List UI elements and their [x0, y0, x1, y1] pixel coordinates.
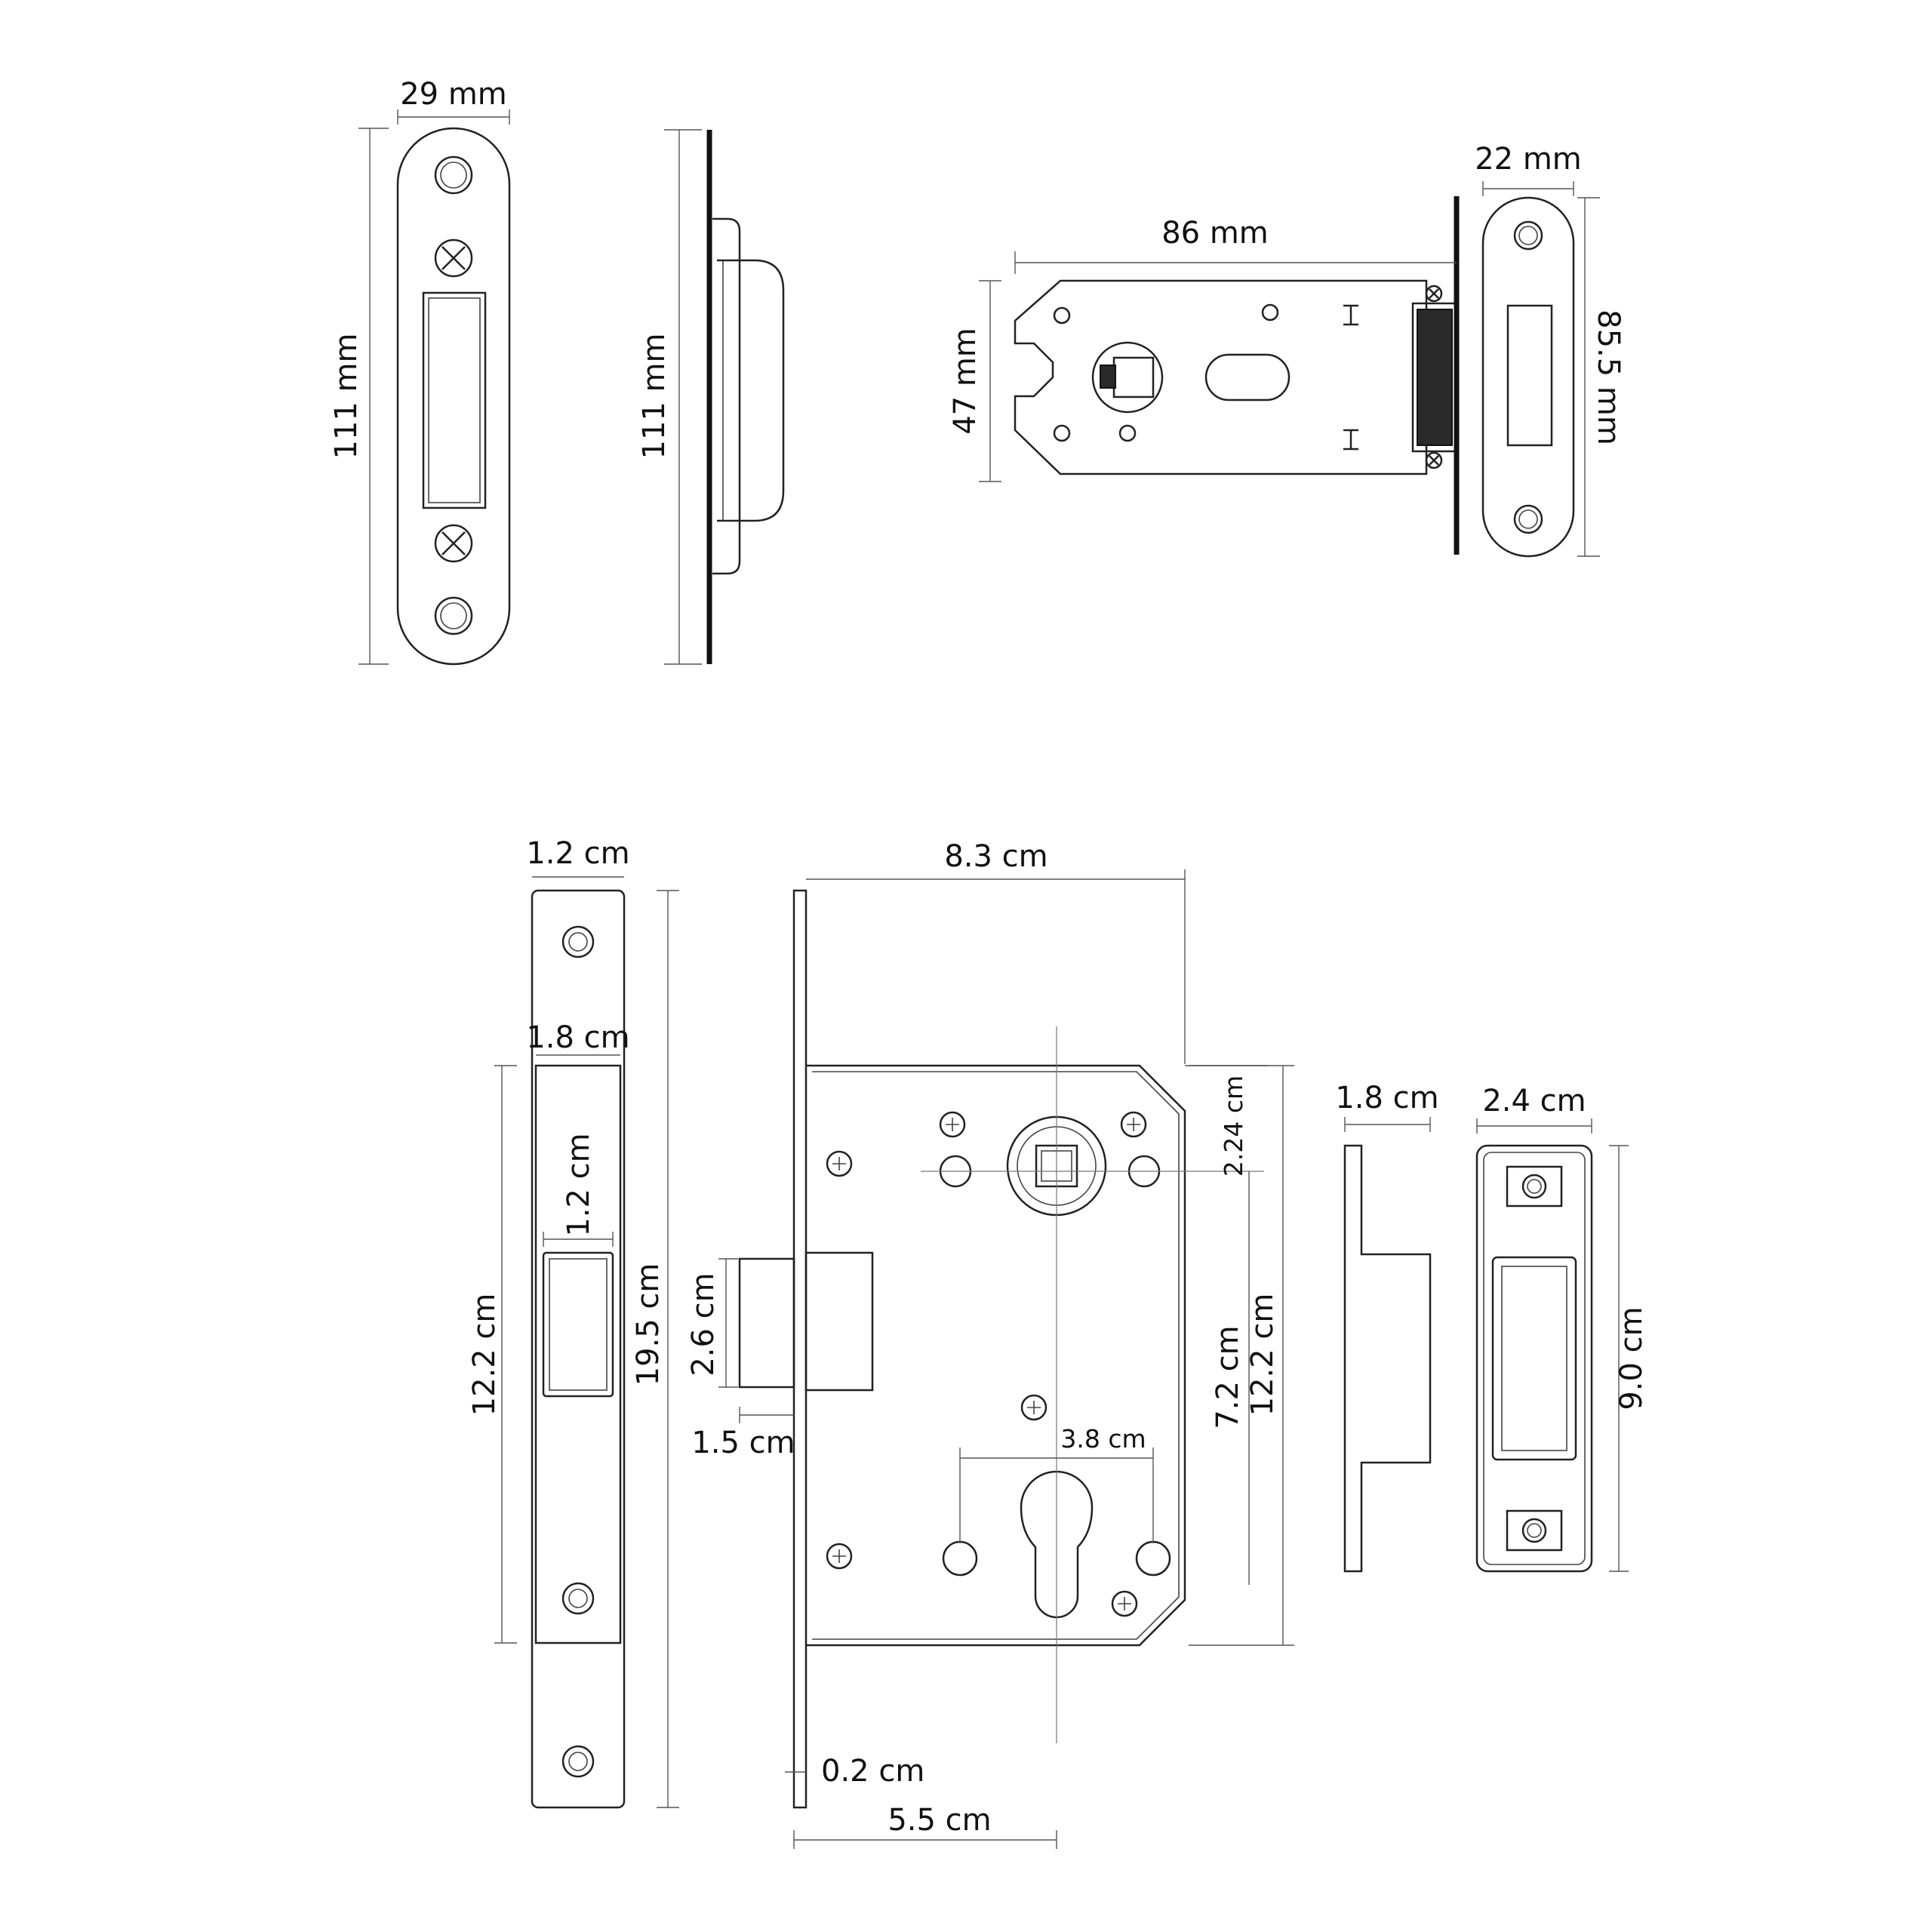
case-width-label: 8.3 cm	[944, 839, 1048, 874]
strike-plate-height-label: 12.2 cm	[467, 1294, 502, 1417]
latch-body	[1014, 196, 1460, 555]
forend-height-dimension: 19.5 cm	[631, 890, 679, 1808]
centre-distance-dimension: 7.2 cm	[1211, 1171, 1250, 1585]
keep-depth-dimension: 1.8 cm	[1335, 1081, 1439, 1132]
strike-width-label: 29 mm	[400, 77, 507, 112]
latch-height-label: 47 mm	[948, 328, 983, 435]
keep-width-dimension: 2.4 cm	[1476, 1084, 1592, 1134]
keep-width-label: 2.4 cm	[1482, 1084, 1586, 1118]
strike-keep-side	[1343, 1144, 1432, 1573]
strike-keep-front	[1475, 1144, 1593, 1573]
plate-thickness-dimension: 0.2 cm	[785, 1754, 924, 1789]
bolt-throw-label: 1.5 cm	[691, 1426, 795, 1460]
forend-plate	[531, 889, 626, 1809]
faceplate-width-dimension: 22 mm	[1475, 142, 1582, 196]
bolt-height-dimension: 2.6 cm	[686, 1258, 738, 1388]
strike-height-dimension: 111 mm	[329, 128, 389, 665]
forend-width-dimension: 1.2 cm	[526, 836, 630, 878]
cylinder-spacing-label: 3.8 cm	[1060, 1424, 1146, 1454]
centre-distance-label: 7.2 cm	[1211, 1325, 1245, 1429]
faceplate-width-label: 22 mm	[1475, 142, 1582, 177]
spindle-offset-label: 2.24 cm	[1219, 1075, 1248, 1177]
keep-height-dimension: 9.0 cm	[1609, 1145, 1649, 1572]
case-height-dimension: 12.2 cm	[1189, 1065, 1294, 1646]
strike-opening-width-dimension: 1.8 cm	[526, 1020, 630, 1056]
latch-length-label: 86 mm	[1161, 216, 1269, 251]
strike-width-dimension: 29 mm	[397, 77, 510, 125]
case-height-label: 12.2 cm	[1245, 1294, 1280, 1417]
forend-width-label: 1.2 cm	[526, 836, 629, 871]
side-height-label: 111 mm	[637, 334, 672, 460]
screw-icon	[826, 1111, 1147, 1617]
strike-plate-side	[706, 130, 785, 664]
keep-depth-label: 1.8 cm	[1335, 1081, 1438, 1115]
mortise-lock-case	[738, 889, 1264, 1809]
opening-width-dimension: 1.2 cm	[543, 1133, 614, 1247]
strike-plate-front	[396, 127, 511, 666]
backset-label: 5.5 cm	[888, 1803, 991, 1838]
latch-height-dimension: 47 mm	[948, 280, 1001, 482]
strike-opening-width-label: 1.8 cm	[526, 1020, 629, 1055]
side-height-dimension: 111 mm	[637, 129, 702, 665]
latch-length-dimension: 86 mm	[1014, 216, 1457, 274]
bolt-height-label: 2.6 cm	[686, 1272, 721, 1376]
keep-height-label: 9.0 cm	[1614, 1306, 1649, 1410]
backset-dimension: 5.5 cm	[793, 1803, 1057, 1849]
strike-plate-height-dimension: 12.2 cm	[467, 1065, 517, 1644]
forend-height-label: 19.5 cm	[631, 1263, 666, 1386]
plate-thickness-label: 0.2 cm	[821, 1754, 924, 1789]
faceplate-height-label: 85.5 mm	[1591, 309, 1626, 445]
faceplate-height-dimension: 85.5 mm	[1577, 197, 1626, 557]
spindle-offset-dimension: 2.24 cm	[1185, 1065, 1268, 1177]
case-width-dimension: 8.3 cm	[806, 839, 1186, 1064]
bolt-throw-dimension: 1.5 cm	[691, 1407, 795, 1460]
opening-width-label: 1.2 cm	[561, 1133, 596, 1236]
strike-height-label: 111 mm	[329, 334, 364, 460]
latch-faceplate	[1481, 196, 1575, 558]
cylinder-spacing-dimension: 3.8 cm	[959, 1424, 1154, 1543]
